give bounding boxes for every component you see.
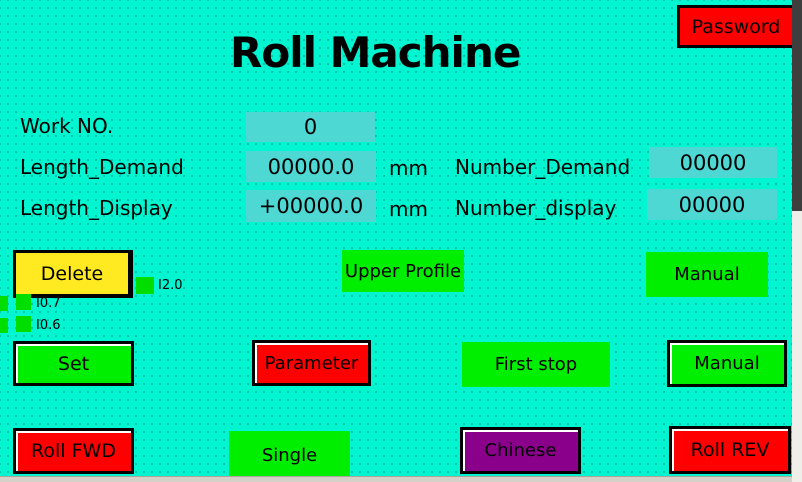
single-button[interactable]: Single	[229, 431, 350, 480]
manual-bottom-button[interactable]: Manual	[667, 340, 787, 387]
indicator-i06-square	[16, 316, 31, 332]
length-demand-field[interactable]: 00000.0	[246, 151, 376, 182]
first-stop-button[interactable]: First stop	[462, 342, 610, 387]
password-button[interactable]: Password	[677, 5, 795, 48]
length-display-unit: mm	[389, 197, 428, 221]
indicator-i20-label: I2.0	[158, 278, 183, 293]
length-demand-unit: mm	[389, 156, 428, 180]
page-title: Roll Machine	[230, 28, 521, 77]
bottom-window-strip	[0, 476, 802, 482]
indicator-i07-square	[16, 294, 31, 310]
vertical-scrollbar-thumb[interactable]	[792, 0, 802, 211]
manual-top-button[interactable]: Manual	[646, 252, 768, 297]
chinese-button[interactable]: Chinese	[460, 427, 581, 474]
indicator-i20-square	[136, 277, 154, 294]
length-demand-label: Length_Demand	[20, 155, 184, 179]
number-display-label: Number_display	[455, 196, 617, 220]
length-display-field[interactable]: +00000.0	[246, 190, 376, 222]
vertical-scrollbar-track[interactable]	[792, 0, 802, 482]
roll-rev-button[interactable]: Roll REV	[669, 426, 791, 474]
indicator-i07-label: I0.7	[36, 296, 61, 311]
indicator-i06-label: I0.6	[36, 318, 61, 333]
number-display-field[interactable]: 00000	[647, 189, 777, 220]
number-demand-field[interactable]: 00000	[649, 147, 777, 178]
number-demand-label: Number_Demand	[455, 155, 631, 179]
delete-button[interactable]: Delete	[13, 250, 133, 298]
work-no-label: Work NO.	[20, 114, 114, 138]
set-button[interactable]: Set	[13, 341, 134, 386]
upper-profile-button[interactable]: Upper Profile	[342, 250, 464, 292]
roll-fwd-button[interactable]: Roll FWD	[13, 428, 134, 474]
length-display-label: Length_Display	[20, 196, 173, 220]
parameter-button[interactable]: Parameter	[252, 340, 371, 386]
indicator-i06-edge-square	[0, 318, 8, 333]
work-no-field[interactable]: 0	[246, 112, 375, 142]
indicator-i07-edge-square	[0, 296, 8, 311]
